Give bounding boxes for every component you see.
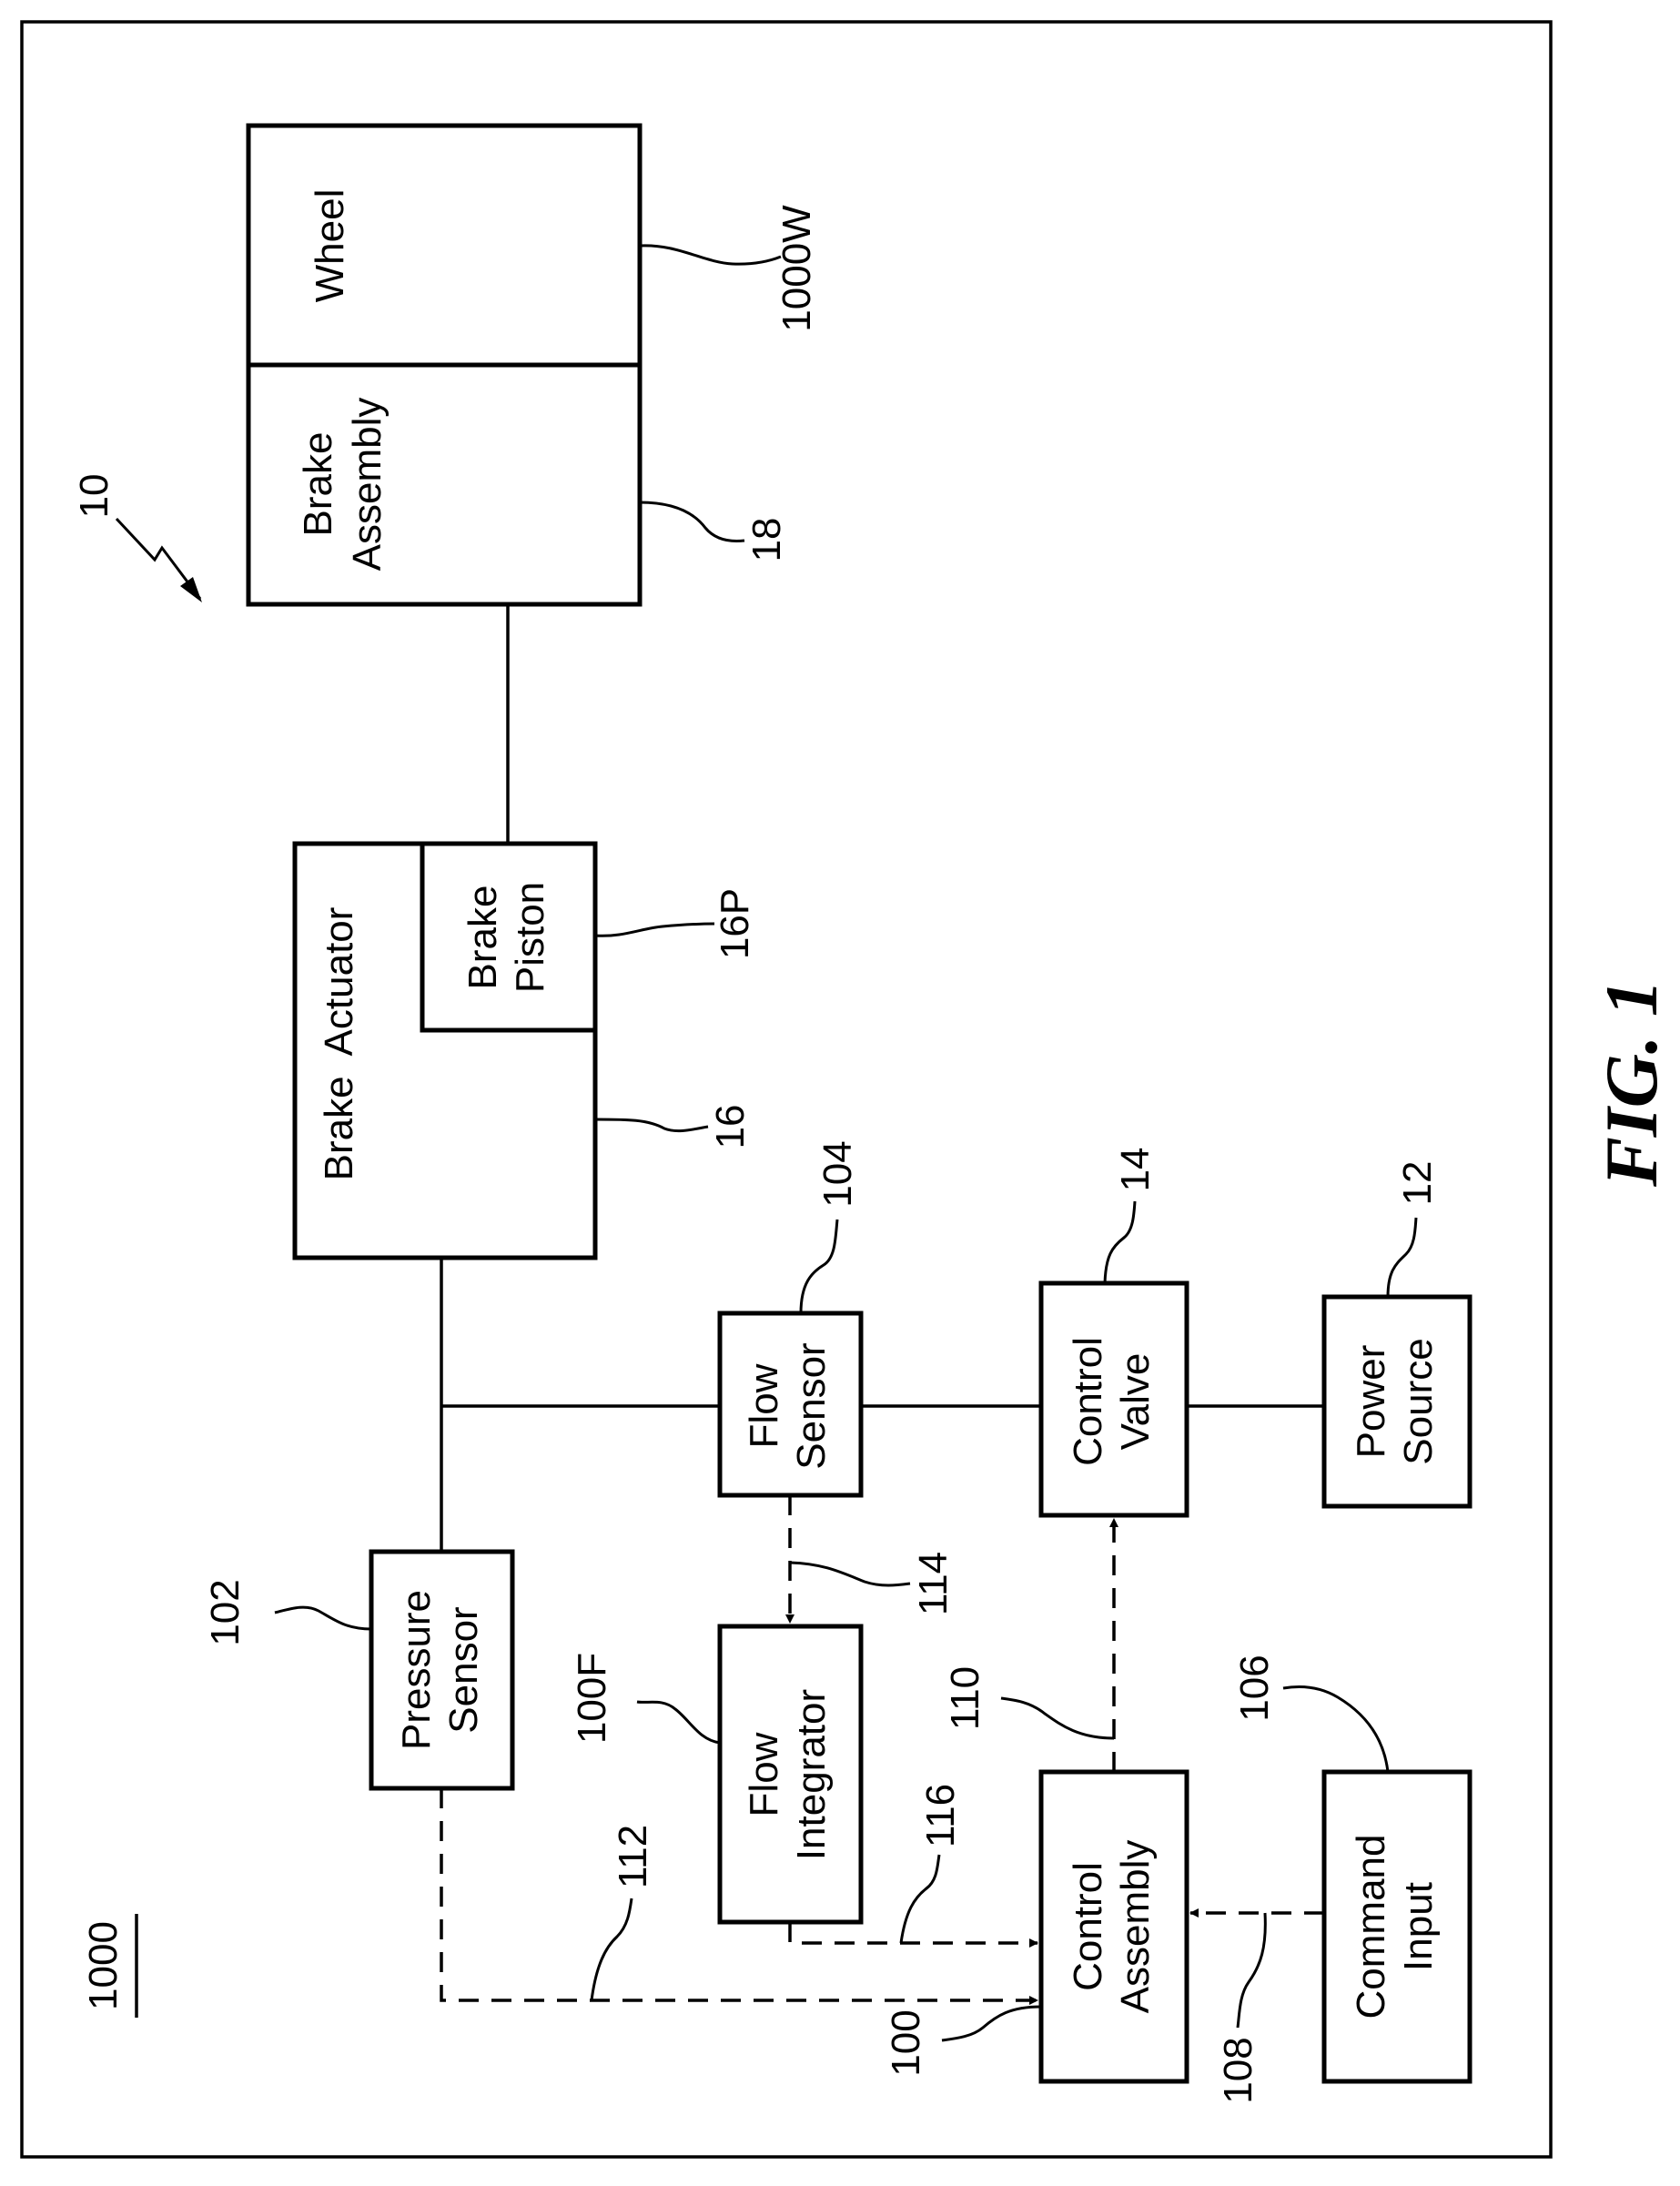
figure-caption: FIG. 1 xyxy=(1590,979,1673,1188)
flow-sensor-label-line1: Flow xyxy=(742,1363,786,1448)
leader-12 xyxy=(1388,1218,1416,1297)
ref-10: 10 xyxy=(72,474,116,519)
pressure-sensor-label-line2: Sensor xyxy=(441,1606,486,1733)
leader-104 xyxy=(801,1220,837,1313)
ref-16: 16 xyxy=(708,1105,753,1149)
leader-110 xyxy=(1001,1698,1114,1738)
leader-100 xyxy=(942,2007,1041,2040)
power-source-label-line2: Source xyxy=(1396,1338,1441,1464)
ref-112: 112 xyxy=(611,1825,655,1888)
ref-100: 100 xyxy=(884,2009,928,2076)
brake-piston-label-line1: Brake xyxy=(460,886,505,990)
ref-106: 106 xyxy=(1232,1655,1277,1721)
control-assembly-label-line1: Control xyxy=(1066,1862,1110,1991)
wheel-label-line1: Wheel xyxy=(308,189,352,303)
ref-1000: 1000 xyxy=(81,1921,126,2010)
leader-10-arrowhead xyxy=(180,577,202,602)
command-input-label-line2: Input xyxy=(1396,1882,1441,1971)
leader-114 xyxy=(790,1563,910,1585)
ref-114: 114 xyxy=(911,1552,956,1615)
leader-16 xyxy=(595,1119,708,1131)
ref-104: 104 xyxy=(815,1140,860,1207)
leader-116 xyxy=(901,1855,939,1943)
control-assembly-label-line2: Assembly xyxy=(1113,1840,1158,2014)
leader-100F xyxy=(637,1702,720,1743)
control-valve-label-line1: Control xyxy=(1066,1337,1110,1466)
ref-100F: 100F xyxy=(570,1653,614,1744)
power-source-label-line1: Power xyxy=(1349,1345,1393,1459)
signal-116-line xyxy=(790,1922,1037,1943)
ref-116: 116 xyxy=(918,1784,963,1847)
ref-18: 18 xyxy=(744,518,789,562)
brake-assembly-label-line2: Assembly xyxy=(345,398,390,572)
leader-112 xyxy=(592,1898,632,2000)
ref-108: 108 xyxy=(1216,2037,1260,2103)
control-valve-label-line2: Valve xyxy=(1113,1353,1158,1451)
ref-12: 12 xyxy=(1395,1161,1440,1206)
ref-102: 102 xyxy=(203,1579,248,1645)
ref-1000W: 1000W xyxy=(774,205,819,332)
pressure-sensor-label-line1: Pressure xyxy=(394,1590,439,1750)
leader-108 xyxy=(1238,1913,1265,2028)
brake-actuator-label-line1: Brake Actuator xyxy=(317,907,361,1181)
leader-106 xyxy=(1283,1687,1388,1772)
brake-piston-label-line2: Piston xyxy=(508,882,552,993)
wheel-label-group: Wheel xyxy=(308,189,352,303)
leader-102 xyxy=(275,1607,371,1629)
command-input-label-line1: Command xyxy=(1349,1835,1393,2019)
flow-integrator-label-line2: Integrator xyxy=(789,1689,834,1860)
brake-assembly-label-line1: Brake xyxy=(296,432,340,537)
ref-110: 110 xyxy=(943,1666,987,1730)
flow-sensor-label-line2: Sensor xyxy=(789,1342,834,1469)
leader-16P xyxy=(595,924,714,936)
ref-16P: 16P xyxy=(713,888,757,959)
leader-1000W xyxy=(640,246,781,264)
leader-18 xyxy=(640,502,744,541)
leader-14 xyxy=(1105,1201,1135,1283)
brake-actuator-label-group: Brake Actuator xyxy=(317,907,361,1181)
ref-14: 14 xyxy=(1113,1148,1158,1192)
flow-integrator-label-line1: Flow xyxy=(742,1732,786,1817)
